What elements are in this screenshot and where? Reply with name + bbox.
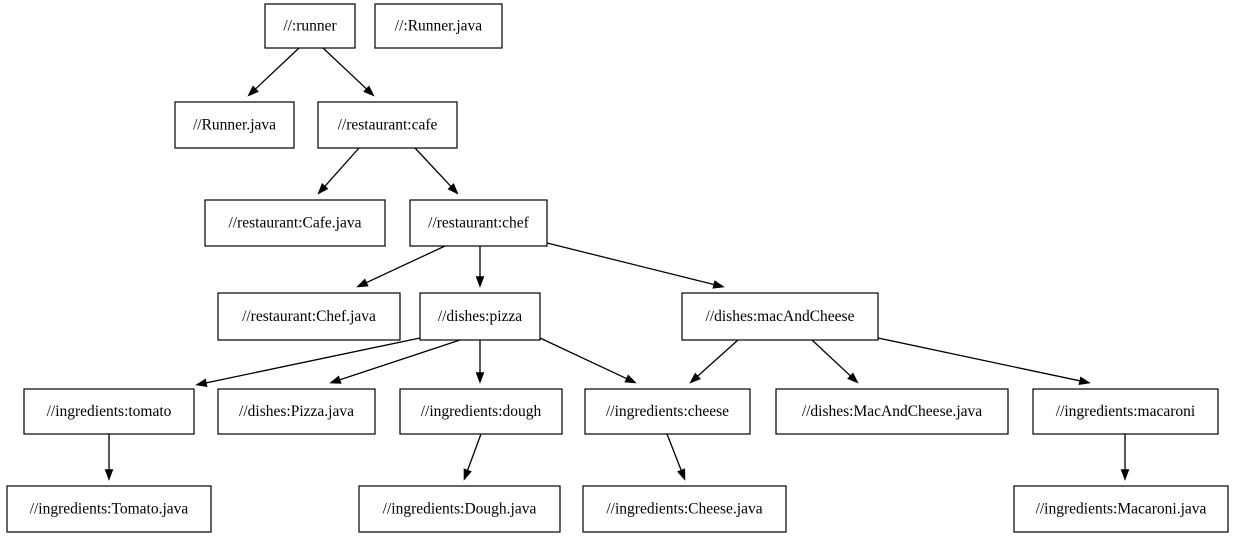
graph-node-macncheese_java[interactable]: //dishes:MacAndCheese.java xyxy=(775,388,1009,435)
graph-node-label: //dishes:pizza xyxy=(438,308,522,325)
graph-edge xyxy=(475,340,485,384)
graph-node-label: //dishes:MacAndCheese.java xyxy=(802,403,982,420)
graph-edge xyxy=(546,242,725,289)
graph-node-label: //ingredients:tomato xyxy=(47,403,172,420)
graph-nodes-layer: //:runner //:Runner.java //Runner.java //re… xyxy=(6,3,1229,533)
graph-edge xyxy=(414,147,459,195)
graph-node-label: //restaurant:Chef.java xyxy=(242,308,376,325)
graph-edge xyxy=(195,337,421,388)
graph-node-dishes_pizza[interactable]: //dishes:pizza xyxy=(419,292,541,341)
graph-edge xyxy=(356,245,446,288)
graph-node-label: //ingredients:macaroni xyxy=(1056,403,1196,420)
graph-edge xyxy=(104,434,114,481)
graph-node-chef_java[interactable]: //restaurant:Chef.java xyxy=(217,292,401,341)
graph-edge xyxy=(247,47,300,97)
graph-node-label: //dishes:Pizza.java xyxy=(239,403,354,420)
graph-node-label: //ingredients:Dough.java xyxy=(383,501,537,518)
graph-node-ing_cheese[interactable]: //ingredients:cheese xyxy=(584,388,751,435)
graph-node-dough_java[interactable]: //ingredients:Dough.java xyxy=(358,485,561,533)
graph-node-cafe_java[interactable]: //restaurant:Cafe.java xyxy=(204,199,386,247)
graph-edges-layer xyxy=(104,47,1130,481)
graph-node-label: //ingredients:Tomato.java xyxy=(30,501,189,518)
graph-node-label: //restaurant:cafe xyxy=(338,117,438,134)
graph-edge xyxy=(666,433,686,481)
graph-node-label: //ingredients:cheese xyxy=(606,403,729,420)
graph-node-label: //restaurant:chef xyxy=(428,215,530,232)
graph-node-restaurant_chef[interactable]: //restaurant:chef xyxy=(409,199,548,247)
graph-node-macaroni_java[interactable]: //ingredients:Macaroni.java xyxy=(1013,485,1229,533)
graph-node-root_runner_java[interactable]: //:Runner.java xyxy=(374,3,503,49)
graph-edge xyxy=(877,337,1091,385)
graph-node-cheese_java[interactable]: //ingredients:Cheese.java xyxy=(582,485,787,533)
graph-edge xyxy=(329,339,461,384)
graph-node-label: //Runner.java xyxy=(193,117,276,134)
graph-node-ing_macaroni[interactable]: //ingredients:macaroni xyxy=(1032,388,1219,435)
graph-node-label: //ingredients:Cheese.java xyxy=(606,501,762,518)
graph-node-label: //:Runner.java xyxy=(395,18,483,35)
graph-node-tomato_java[interactable]: //ingredients:Tomato.java xyxy=(6,485,212,533)
graph-node-label: //restaurant:Cafe.java xyxy=(229,215,362,232)
graph-node-ing_dough[interactable]: //ingredients:dough xyxy=(399,388,563,435)
graph-edge xyxy=(1120,434,1130,481)
graph-edge xyxy=(322,47,375,97)
graph-edge xyxy=(539,337,637,384)
graph-node-pizza_java[interactable]: //dishes:Pizza.java xyxy=(217,388,376,435)
graph-node-runner[interactable]: //:runner xyxy=(264,3,356,49)
graph-edge xyxy=(317,147,360,195)
graph-node-label: //ingredients:dough xyxy=(421,403,542,420)
graph-node-label: //dishes:macAndCheese xyxy=(706,308,855,325)
graph-node-label: //ingredients:Macaroni.java xyxy=(1036,501,1207,518)
graph-node-restaurant_cafe[interactable]: //restaurant:cafe xyxy=(317,101,458,149)
graph-edge xyxy=(689,339,739,384)
graph-node-ing_tomato[interactable]: //ingredients:tomato xyxy=(23,388,195,435)
graph-node-dishes_macncheese[interactable]: //dishes:macAndCheese xyxy=(681,292,879,341)
graph-edge xyxy=(463,433,482,481)
graph-edge xyxy=(475,246,485,288)
graph-node-runner_java[interactable]: //Runner.java xyxy=(174,101,295,149)
graph-edge xyxy=(811,339,859,384)
graph-node-label: //:runner xyxy=(283,18,337,35)
